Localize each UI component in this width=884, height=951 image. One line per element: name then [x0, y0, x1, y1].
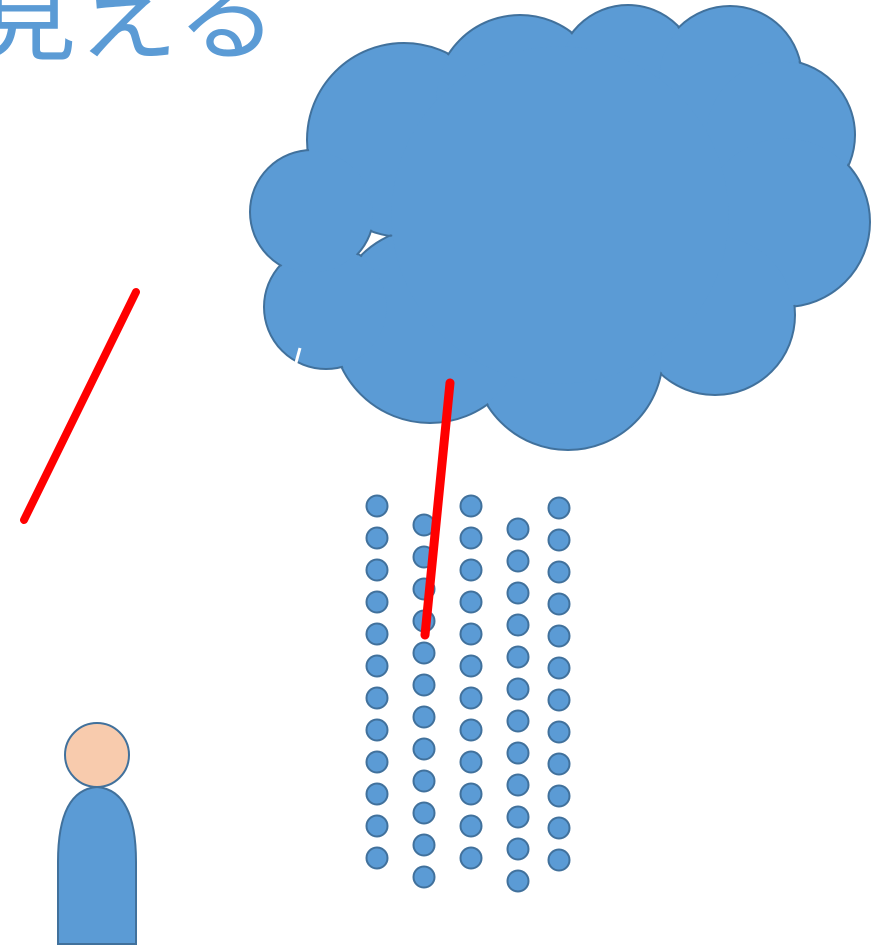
raindrop [414, 771, 435, 792]
raindrop [461, 528, 482, 549]
raindrop [549, 498, 570, 519]
raindrop [367, 656, 388, 677]
raindrop [461, 816, 482, 837]
raindrop [414, 739, 435, 760]
raindrop [367, 848, 388, 869]
raindrop [508, 679, 529, 700]
raindrop [461, 784, 482, 805]
raindrop [367, 816, 388, 837]
raindrop [549, 722, 570, 743]
raindrop [367, 496, 388, 517]
raindrop [508, 839, 529, 860]
person-head [65, 723, 129, 787]
raindrop [508, 583, 529, 604]
raindrop [508, 871, 529, 892]
raindrop [508, 775, 529, 796]
raindrop [461, 560, 482, 581]
raindrop-grid [367, 496, 570, 892]
raindrop [367, 688, 388, 709]
raindrop [461, 656, 482, 677]
raindrop [549, 562, 570, 583]
cloud-fill [252, 7, 869, 449]
raindrop [549, 786, 570, 807]
raindrop [414, 835, 435, 856]
raindrop [367, 560, 388, 581]
raindrop [549, 850, 570, 871]
raindrop [461, 688, 482, 709]
red-stroke-left [24, 292, 136, 520]
raindrop [461, 848, 482, 869]
raindrop [508, 647, 529, 668]
raindrop [508, 615, 529, 636]
raindrop [367, 624, 388, 645]
raindrop [508, 807, 529, 828]
raindrop [549, 690, 570, 711]
raindrop [414, 707, 435, 728]
person-figure [58, 723, 136, 944]
raindrop [461, 592, 482, 613]
raindrop [461, 624, 482, 645]
raindrop [549, 594, 570, 615]
raindrop [367, 720, 388, 741]
raindrop [549, 754, 570, 775]
raindrop [367, 592, 388, 613]
raindrop [414, 675, 435, 696]
raindrop [549, 626, 570, 647]
raindrop [461, 496, 482, 517]
raindrop [549, 658, 570, 679]
person-body [58, 787, 136, 944]
raindrop [461, 720, 482, 741]
raindrop [508, 551, 529, 572]
raindrop [414, 643, 435, 664]
raindrop [414, 867, 435, 888]
raindrop [367, 752, 388, 773]
raindrop [367, 784, 388, 805]
raindrop [414, 803, 435, 824]
raindrop [508, 711, 529, 732]
raindrop [508, 519, 529, 540]
raindrop [549, 818, 570, 839]
raindrop [508, 743, 529, 764]
raindrop [367, 528, 388, 549]
raindrop [461, 752, 482, 773]
raindrop [549, 530, 570, 551]
